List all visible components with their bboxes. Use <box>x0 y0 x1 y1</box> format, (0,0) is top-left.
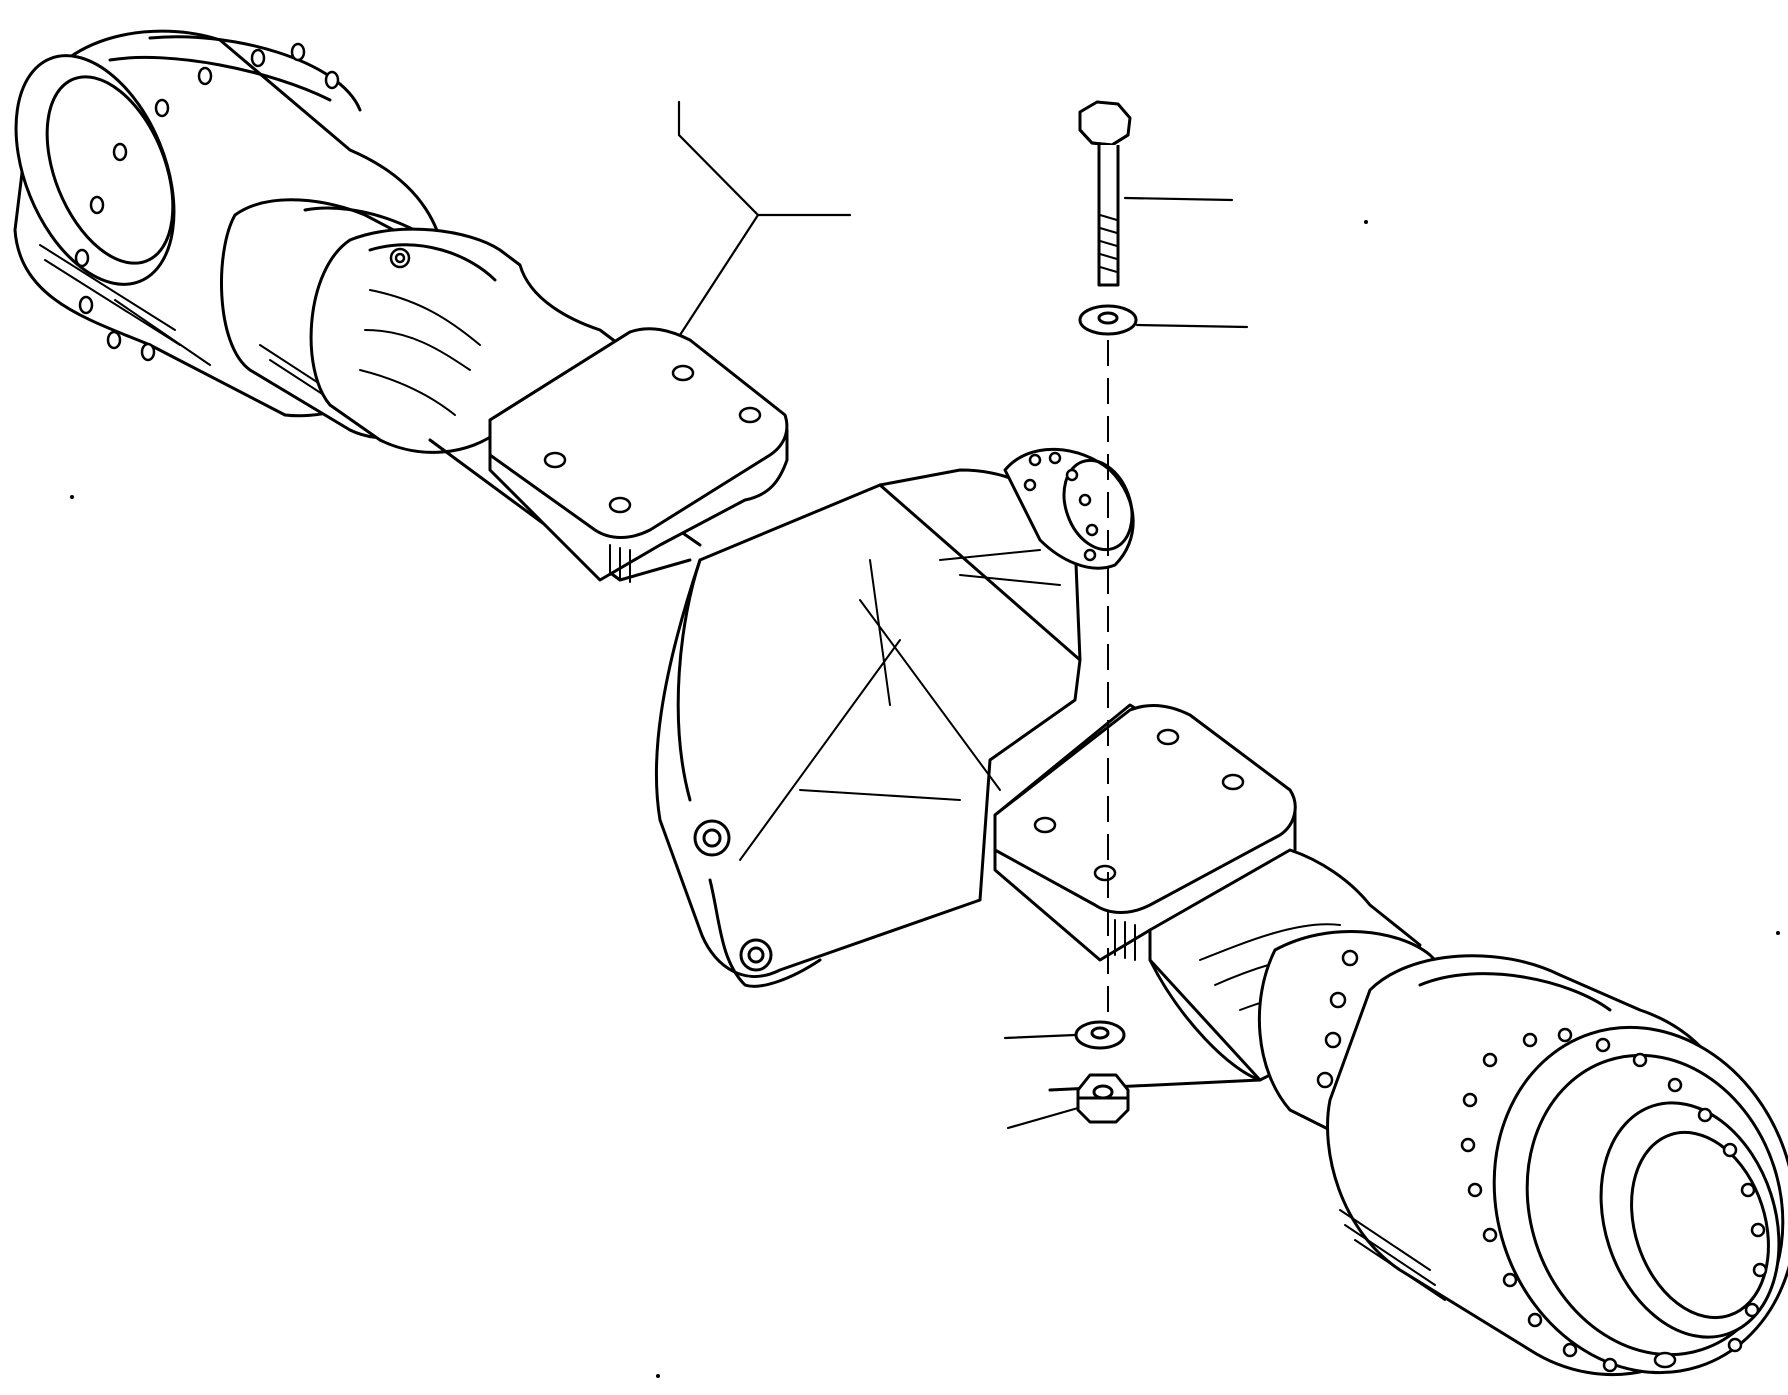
lock-washer <box>1074 1020 1126 1050</box>
leader-flat-washer <box>1135 323 1249 329</box>
leader-axle-housing <box>677 100 852 337</box>
right-hub-bolt-holes <box>1460 1027 1768 1373</box>
left-hub-bolt-holes <box>74 42 340 362</box>
differential-housing <box>654 447 1135 988</box>
leader-hex-nut <box>1006 1106 1080 1130</box>
left-mounting-pad <box>488 327 789 583</box>
leader-lock-washer <box>1003 1033 1077 1040</box>
mounting-hardware <box>1074 100 1138 1124</box>
leader-bolt <box>1123 196 1234 202</box>
flat-washer <box>1078 304 1138 336</box>
callout-leaders <box>677 100 1249 1130</box>
hex-nut <box>1076 1073 1130 1124</box>
bolt <box>1078 100 1132 287</box>
scan-specks <box>70 220 1780 1378</box>
right-wheel-hub <box>1326 954 1788 1377</box>
